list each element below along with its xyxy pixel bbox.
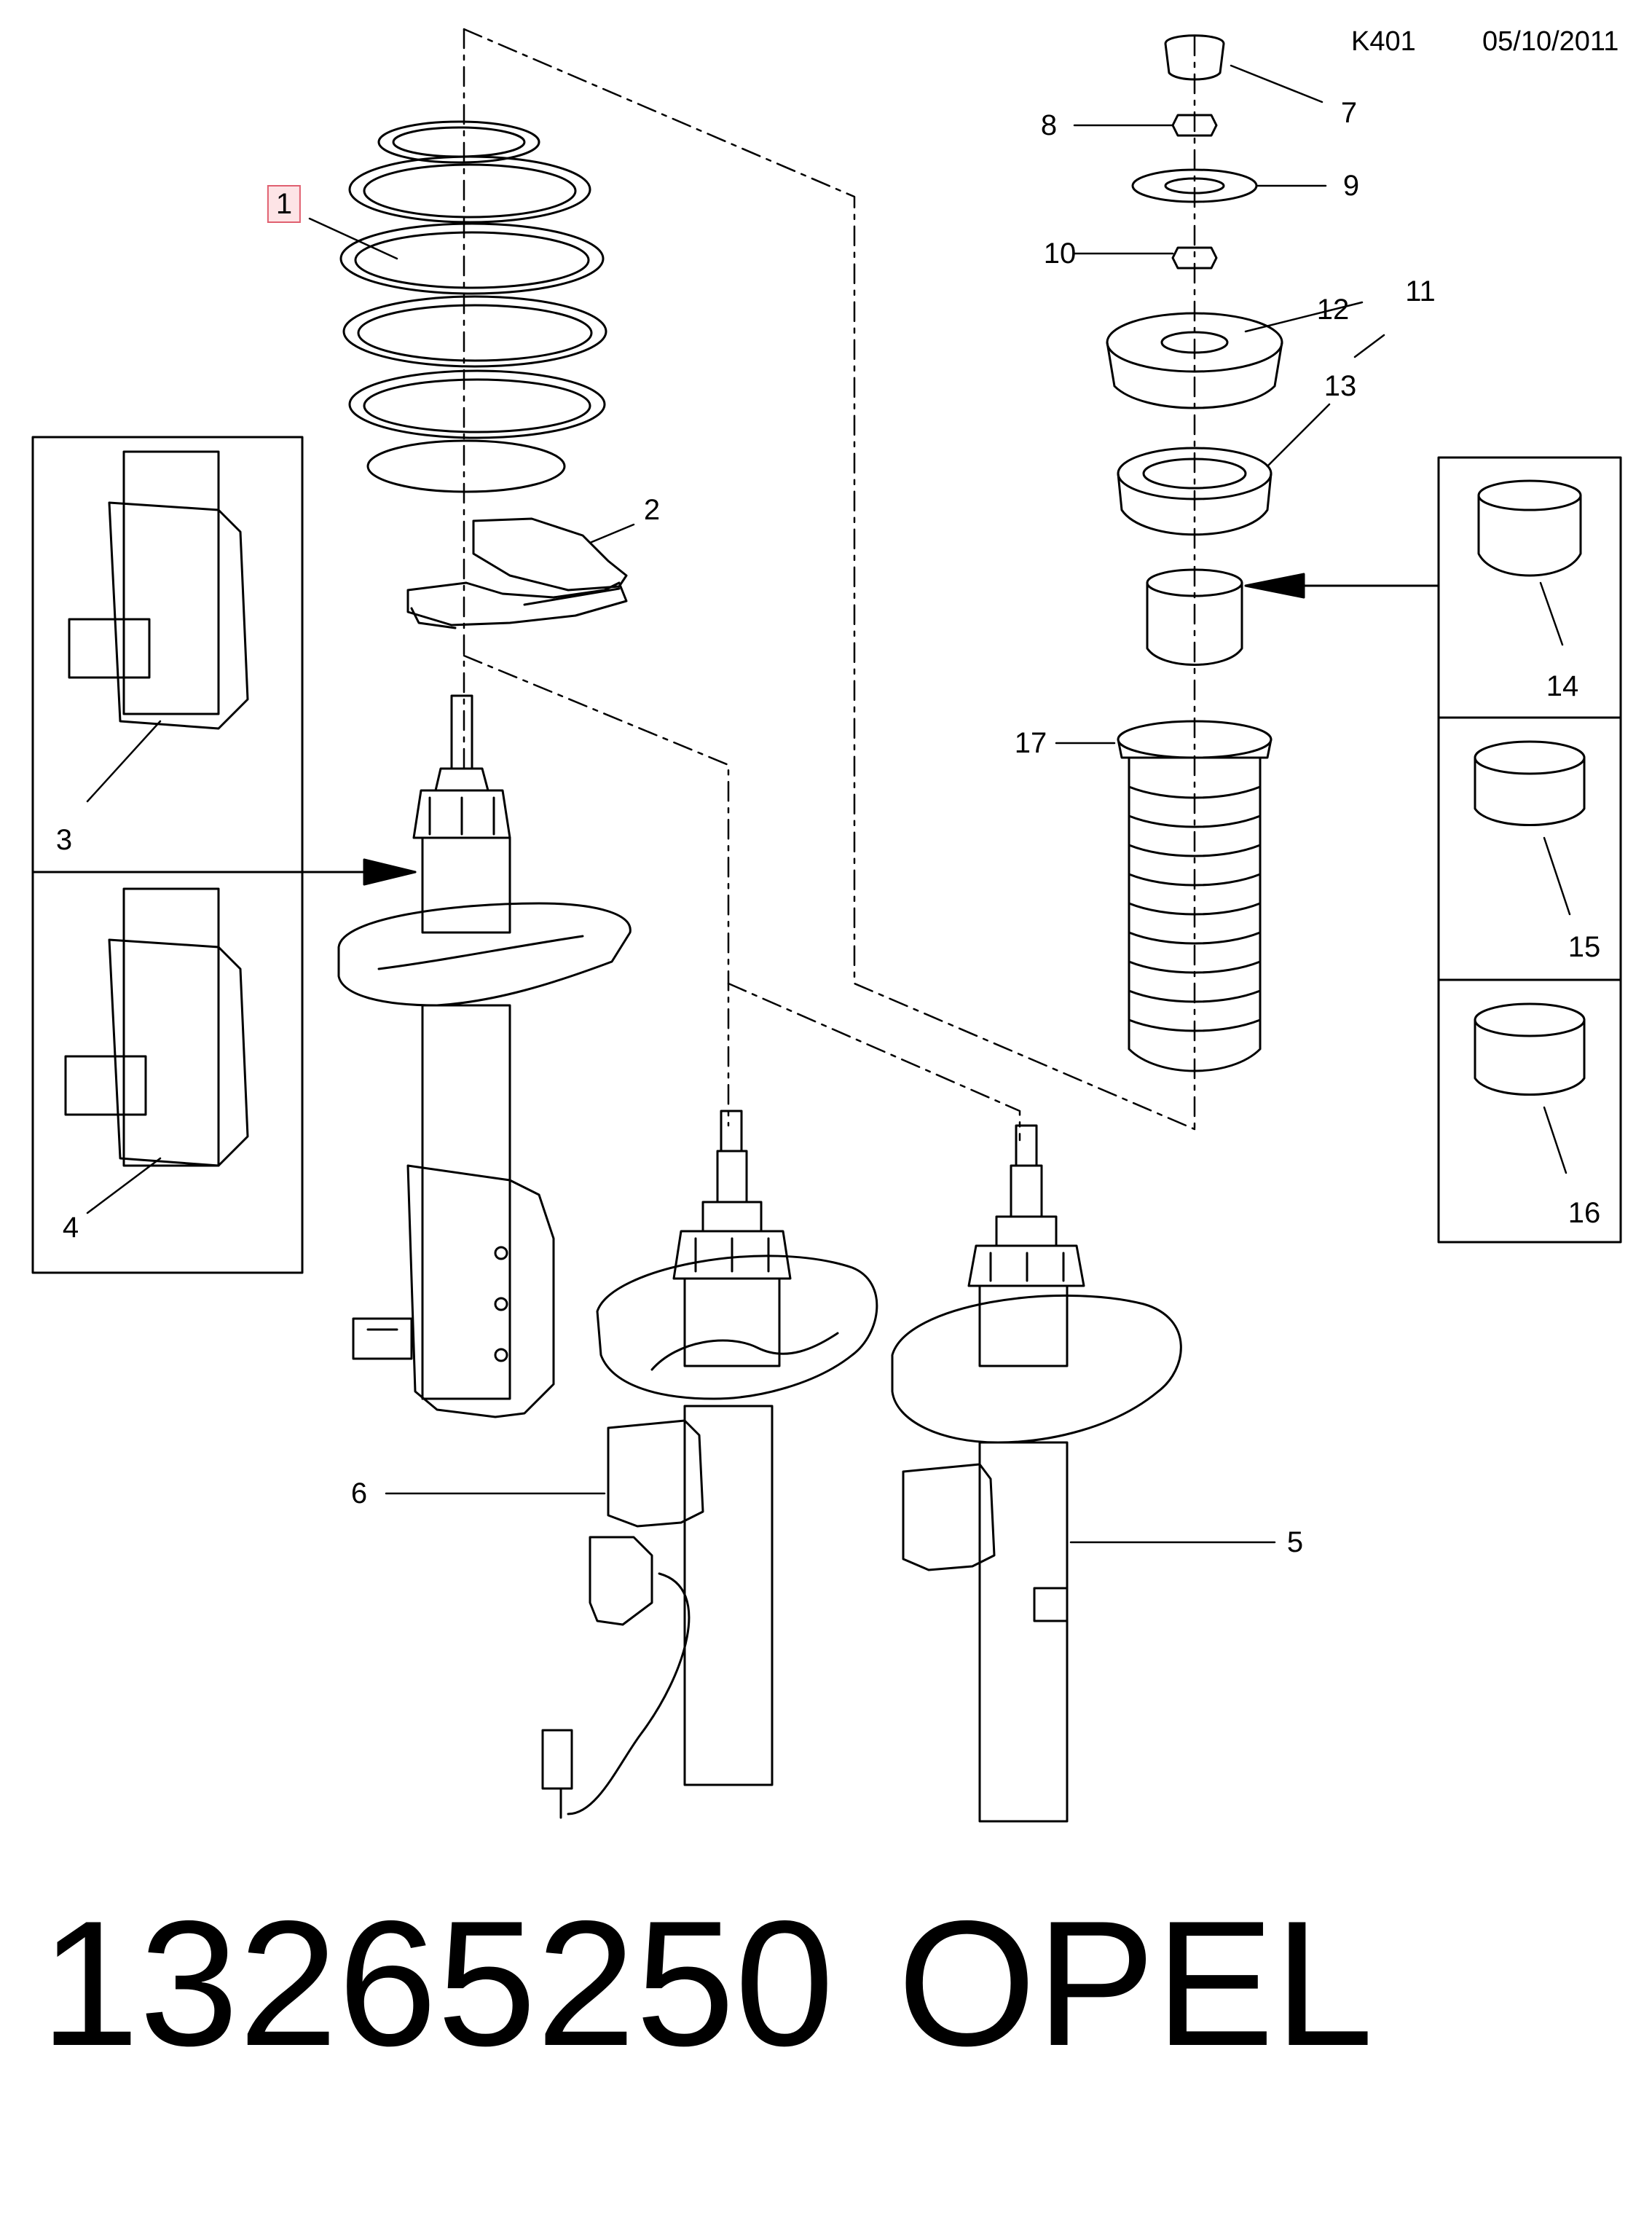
callout-2[interactable]: 2 — [643, 494, 661, 526]
callout-8[interactable]: 8 — [1040, 109, 1058, 141]
bump-stop-and-boot — [1117, 568, 1273, 1072]
drawing-code: K401 — [1351, 26, 1416, 57]
coil-spring — [339, 120, 607, 493]
callout-14[interactable]: 14 — [1546, 670, 1579, 702]
callout-13[interactable]: 13 — [1323, 370, 1357, 402]
callout-7[interactable]: 7 — [1340, 97, 1358, 129]
inset-boxes-right — [1244, 456, 1622, 1244]
inset-boxes-left — [31, 436, 417, 1274]
leader-lines — [86, 64, 1571, 1544]
strut-basic — [891, 1124, 1182, 1823]
callout-17[interactable]: 17 — [1014, 727, 1047, 759]
strut-with-sensor — [541, 1110, 878, 1819]
spring-seat — [406, 517, 628, 629]
callout-16[interactable]: 16 — [1568, 1197, 1601, 1229]
part-number: 13265250 — [40, 1883, 835, 2083]
callout-1[interactable]: 1 — [267, 185, 302, 223]
callout-9[interactable]: 9 — [1342, 170, 1360, 202]
drawing-date: 05/10/2011 — [1482, 26, 1619, 57]
callout-6[interactable]: 6 — [350, 1477, 368, 1509]
callout-15[interactable]: 15 — [1568, 931, 1601, 963]
callout-4[interactable]: 4 — [62, 1212, 79, 1244]
callout-5[interactable]: 5 — [1286, 1526, 1304, 1558]
callout-12[interactable]: 12 — [1316, 294, 1350, 326]
top-mount-stack — [1106, 34, 1283, 536]
assembly-dash-lines — [463, 28, 1196, 1142]
brand-name: OPEL — [897, 1883, 1374, 2083]
center-strut — [337, 694, 632, 1418]
callout-11[interactable]: 11 — [1405, 275, 1436, 307]
callout-3[interactable]: 3 — [55, 824, 73, 856]
callout-10[interactable]: 10 — [1043, 237, 1077, 270]
